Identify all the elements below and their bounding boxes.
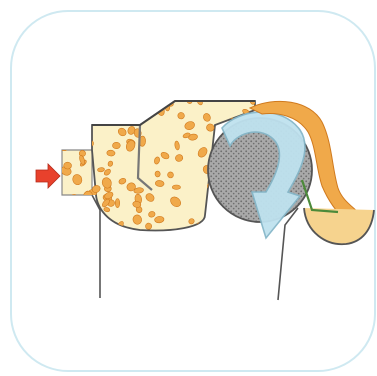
granule (155, 171, 161, 178)
granule (75, 101, 85, 111)
granule (123, 110, 133, 117)
granule (76, 113, 84, 122)
granule (59, 137, 66, 146)
granule (69, 130, 76, 139)
granule (132, 109, 140, 114)
granule (153, 98, 164, 109)
granule (75, 136, 84, 144)
granule (107, 150, 116, 156)
granule (75, 106, 82, 112)
granule (212, 227, 219, 234)
granule (73, 113, 84, 124)
granule (131, 115, 140, 124)
granule (81, 202, 92, 208)
granule (115, 199, 119, 208)
granule (112, 142, 120, 149)
granule (112, 95, 123, 106)
granule (82, 109, 95, 122)
granule (64, 162, 72, 169)
granule (60, 112, 70, 122)
granule (92, 117, 98, 123)
right-arrow-icon (36, 164, 60, 188)
granule (142, 103, 153, 116)
granule (172, 185, 180, 189)
granule (90, 100, 104, 112)
granule (91, 95, 98, 105)
granule (90, 108, 96, 117)
granule (155, 180, 164, 187)
collection-bowl (304, 208, 374, 244)
